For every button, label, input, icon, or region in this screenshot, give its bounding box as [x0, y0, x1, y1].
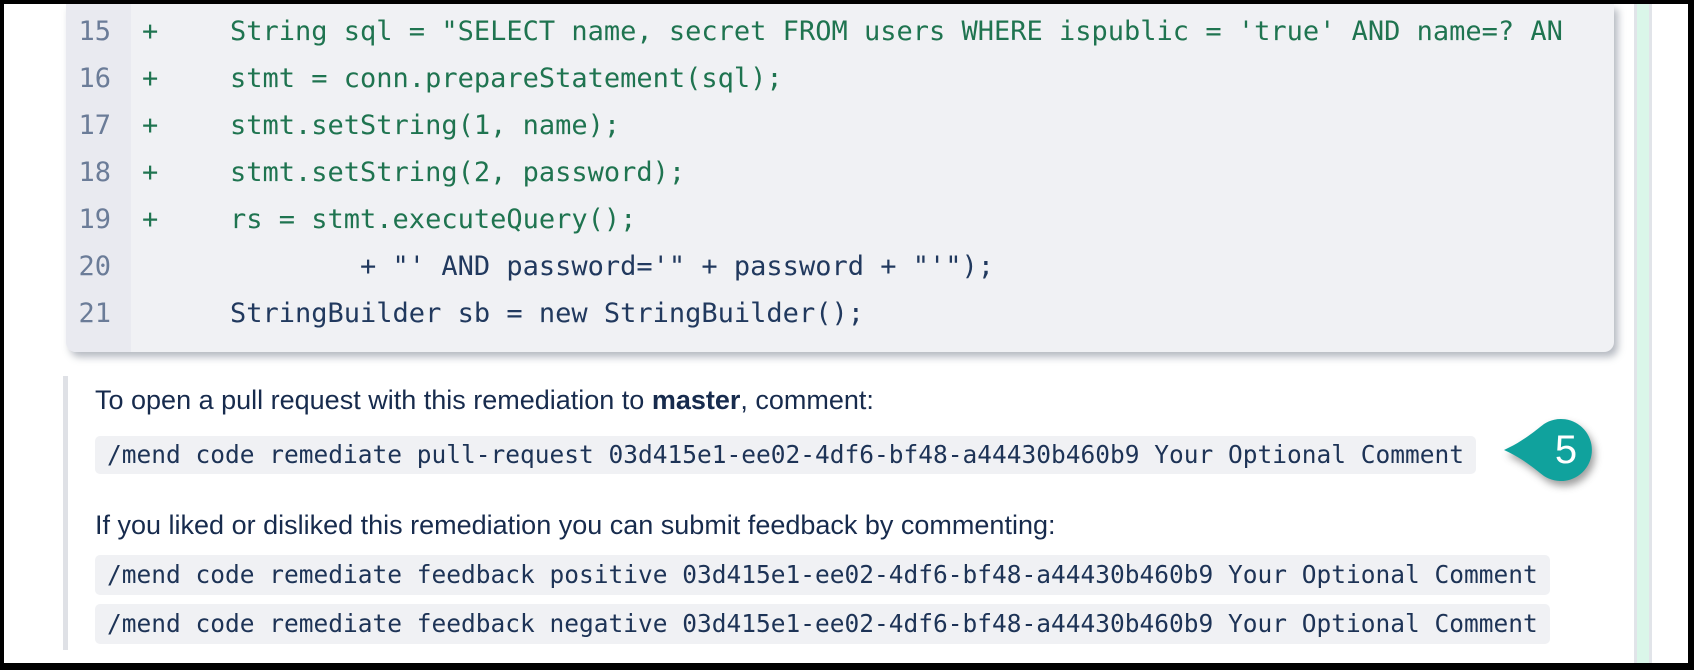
- diff-line-18: 18 + stmt.setString(2, password);: [66, 149, 1614, 196]
- feedback-positive-command-row: /mend code remediate feedback positive 0…: [95, 555, 1550, 595]
- pull-request-command: /mend code remediate pull-request 03d415…: [95, 436, 1477, 474]
- code-text: String sql = "SELECT name, secret FROM u…: [230, 16, 1563, 47]
- code-text: StringBuilder sb = new StringBuilder();: [230, 298, 864, 329]
- feedback-negative-command-row: /mend code remediate feedback negative 0…: [95, 604, 1550, 644]
- diff-line-21: 21 StringBuilder sb = new StringBuilder()…: [66, 290, 1614, 337]
- line-number: 20: [66, 243, 131, 290]
- remediation-comment: To open a pull request with this remedia…: [63, 376, 1550, 650]
- line-number: 16: [66, 55, 131, 102]
- diff-sign: +: [142, 63, 159, 94]
- instruction-suffix: , comment:: [740, 385, 874, 415]
- diff-sign: +: [142, 157, 159, 188]
- feedback-instruction: If you liked or disliked this remediatio…: [95, 510, 1056, 540]
- feedback-positive-command: /mend code remediate feedback positive 0…: [95, 555, 1550, 595]
- branch-name: master: [651, 385, 741, 415]
- diff-line-17: 17 + stmt.setString(1, name);: [66, 102, 1614, 149]
- code-text: stmt = conn.prepareStatement(sql);: [230, 63, 783, 94]
- teardrop-marker-icon: [1504, 419, 1592, 481]
- instruction-prefix: To open a pull request with this remedia…: [95, 385, 652, 415]
- code-text: + "' AND password='" + password + "'");: [230, 251, 995, 282]
- pull-request-instruction: To open a pull request with this remedia…: [95, 384, 1463, 417]
- annotation-badge-number: 5: [1554, 428, 1578, 472]
- line-number: 15: [66, 8, 131, 55]
- line-number: 21: [66, 290, 131, 337]
- diff-sign: [131, 243, 230, 290]
- diff-line-19: 19 + rs = stmt.executeQuery();: [66, 196, 1614, 243]
- annotation-badge-5[interactable]: 5: [1502, 417, 1598, 483]
- diff-line-16: 16 + stmt = conn.prepareStatement(sql);: [66, 55, 1614, 102]
- code-text: rs = stmt.executeQuery();: [230, 204, 637, 235]
- feedback-negative-command: /mend code remediate feedback negative 0…: [95, 604, 1550, 644]
- diff-sign: [131, 290, 230, 337]
- line-number: 19: [66, 196, 131, 243]
- diff-line-15: 15 + String sql = "SELECT name, secret FRO…: [66, 8, 1614, 55]
- code-diff-block: 15 + String sql = "SELECT name, secret FRO…: [66, 4, 1614, 352]
- code-text: stmt.setString(1, name);: [230, 110, 621, 141]
- line-number: 17: [66, 102, 131, 149]
- code-text: stmt.setString(2, password);: [230, 157, 686, 188]
- pull-request-command-row: /mend code remediate pull-request 03d415…: [95, 436, 1477, 474]
- diff-sign: +: [142, 110, 159, 141]
- diff-sign: +: [142, 204, 159, 235]
- diff-sign: +: [142, 16, 159, 47]
- line-number: 18: [66, 149, 131, 196]
- diff-line-20: 20 + "' AND password='" + password + "'"…: [66, 243, 1614, 290]
- vertical-scrollbar[interactable]: [1634, 4, 1652, 663]
